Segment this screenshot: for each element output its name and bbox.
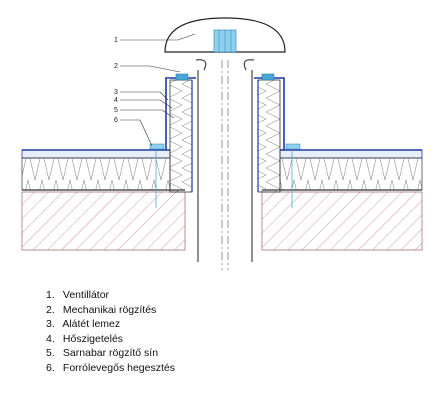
legend-item: 2. Mechanikai rögzítés	[46, 303, 175, 318]
ventilator-cap	[164, 17, 286, 71]
legend-label: Ventillátor	[62, 289, 110, 301]
legend-item: 3. Alátét lemez	[46, 317, 175, 332]
right-roof-buildup	[262, 149, 423, 191]
legend-item: 1. Ventillátor	[46, 288, 175, 303]
legend-number: 6.	[46, 361, 55, 374]
legend-label: Sarnabar rögzítő sín	[62, 347, 159, 360]
vent-pipe	[197, 60, 253, 270]
legend-label: Hőszigetelés	[62, 332, 124, 345]
mechanical-fasteners	[149, 73, 301, 208]
right-upstand	[254, 77, 285, 193]
legend-label: Mechanikai rögzítés	[62, 303, 157, 316]
callout-4: 4	[114, 97, 118, 104]
legend-label: Alátét lemez	[62, 318, 121, 331]
legend-item: 4. Hőszigetelés	[46, 332, 175, 347]
legend-number: 4.	[46, 332, 55, 345]
callout-5: 5	[114, 107, 118, 114]
concrete-slab	[21, 191, 423, 251]
legend-number: 1.	[46, 289, 55, 301]
legend-number: 2.	[46, 303, 55, 316]
left-upstand	[165, 77, 196, 193]
legend-label: Forrólevegős hegesztés	[62, 361, 175, 374]
callout-6: 6	[114, 117, 118, 124]
callout-2: 2	[114, 63, 118, 70]
legend-number: 3.	[46, 318, 55, 331]
leader-lines	[120, 33, 196, 147]
callout-1: 1	[114, 37, 118, 44]
legend-item: 5. Sarnabar rögzítő sín	[46, 346, 175, 361]
legend-number: 5.	[46, 347, 55, 360]
legend-list: 1. Ventillátor 2. Mechanikai rögzítés 3.…	[46, 288, 175, 376]
legend-item: 6. Forrólevegős hegesztés	[46, 361, 175, 376]
left-roof-buildup	[21, 149, 185, 191]
callout-3: 3	[114, 89, 118, 96]
callout-numbers: 1 2 3 4 5 6	[114, 37, 118, 124]
